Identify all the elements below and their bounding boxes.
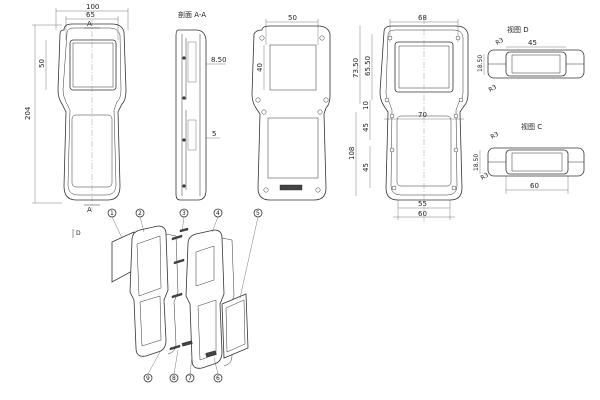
view-c: 视图 C R3 R3 18.50 60 <box>473 122 585 194</box>
callout-5: 5 <box>256 210 260 217</box>
view-c-radius-top: R3 <box>490 131 501 141</box>
view-c-dim-width: 60 <box>530 182 539 190</box>
dim-right-left-45b: 45 <box>362 163 370 172</box>
exploded-view: D 1 2 <box>72 208 263 383</box>
dim-right-bottom-60: 60 <box>418 210 427 218</box>
section-mark-bottom: A <box>87 206 92 214</box>
view-d: 视图 D 45 R3 R3 18.50 <box>477 25 585 94</box>
dim-back-width: 50 <box>288 14 297 22</box>
callouts: 1 2 3 4 5 6 7 8 9 <box>107 208 263 383</box>
callout-2: 2 <box>138 210 142 217</box>
view-d-radius-top: R3 <box>495 37 506 47</box>
dim-section-depth: 8.50 <box>211 56 227 64</box>
dim-right-left-108: 108 <box>348 147 356 160</box>
dim-right-left-outer: 73.50 <box>352 58 360 78</box>
view-d-dim-width: 45 <box>528 39 537 47</box>
section-title: 剖面 A-A <box>178 10 206 19</box>
view-c-dim-height: 18.50 <box>473 154 480 171</box>
callout-9: 9 <box>146 375 150 382</box>
dim-right-bottom-55: 55 <box>418 200 427 208</box>
callout-1: 1 <box>110 210 114 217</box>
view-c-title: 视图 C <box>521 122 542 131</box>
dim-back-height: 40 <box>256 63 264 72</box>
callout-7: 7 <box>188 375 192 382</box>
callout-8: 8 <box>172 375 176 382</box>
section-view: 剖面 A-A 8.50 5 <box>175 10 227 201</box>
view-d-radius-bottom: R3 <box>488 84 499 94</box>
callout-4: 4 <box>216 210 220 217</box>
callout-6: 6 <box>216 375 220 382</box>
dim-section-step: 5 <box>212 130 216 138</box>
right-front-view: 68 73.50 65.50 10 45 108 45 70 <box>348 14 469 222</box>
back-view: 50 40 <box>251 14 331 201</box>
dim-right-top-width: 68 <box>418 14 427 22</box>
direction-mark: D <box>76 230 81 237</box>
callout-3: 3 <box>182 210 186 217</box>
dim-right-gap: 10 <box>362 101 370 110</box>
dim-front-top-overall: 100 <box>86 3 99 11</box>
view-c-radius-bottom: R3 <box>480 172 491 182</box>
view-d-title: 视图 D <box>507 25 529 34</box>
dim-front-left-height: 204 <box>24 106 32 120</box>
dim-front-top-inner: 65 <box>86 11 95 19</box>
dim-right-left-inner: 65.50 <box>364 56 372 76</box>
screws <box>169 227 189 351</box>
dim-right-left-45a: 45 <box>362 123 370 132</box>
dim-right-mid-width: 70 <box>418 111 427 119</box>
front-view: 100 65 A 204 50 A <box>24 3 129 214</box>
dim-front-left-window: 50 <box>38 59 46 68</box>
view-d-dim-height: 18.50 <box>477 55 484 72</box>
